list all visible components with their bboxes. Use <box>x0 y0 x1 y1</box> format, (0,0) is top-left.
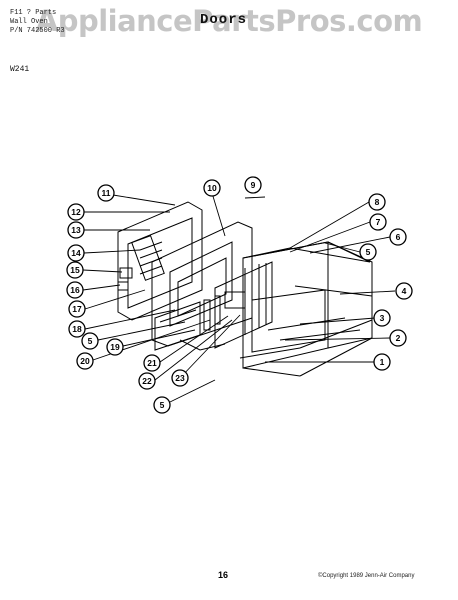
callout-2: 2 <box>389 329 407 347</box>
callout-label: 2 <box>396 333 401 343</box>
callout-21: 21 <box>143 354 161 372</box>
callout-label: 17 <box>72 304 82 314</box>
callout-13: 13 <box>67 221 85 239</box>
callout-19: 19 <box>106 338 124 356</box>
callout-5b: 5 <box>81 332 99 350</box>
callout-18: 18 <box>68 320 86 338</box>
callout-label: 3 <box>380 313 385 323</box>
callout-label: 23 <box>175 373 185 383</box>
callout-9: 9 <box>244 176 262 194</box>
callout-label: 8 <box>375 197 380 207</box>
callout-label: 14 <box>71 248 81 258</box>
callout-label: 22 <box>142 376 152 386</box>
header-line-2: Wall Oven <box>10 18 48 26</box>
callout-6: 6 <box>389 228 407 246</box>
callout-11: 11 <box>97 184 115 202</box>
callout-10: 10 <box>203 179 221 197</box>
header-line-1: F11 ? Parts <box>10 9 57 17</box>
callout-3: 3 <box>373 309 391 327</box>
callout-label: 18 <box>72 324 82 334</box>
door-rails <box>267 285 373 341</box>
callout-12: 12 <box>67 203 85 221</box>
callout-17: 17 <box>68 300 86 318</box>
callout-label: 11 <box>102 188 111 198</box>
callout-20: 20 <box>76 352 94 370</box>
page-number: 16 <box>218 570 229 580</box>
copyright-notice: ©Copyright 1989 Jenn-Air Company <box>318 573 415 579</box>
door-hinge-assembly <box>117 235 165 291</box>
callout-label: 10 <box>207 183 217 193</box>
callout-23: 23 <box>171 369 189 387</box>
callout-label: 9 <box>251 180 256 190</box>
callout-7: 7 <box>369 213 387 231</box>
inner-door-panel <box>214 261 273 349</box>
callout-5c: 5 <box>153 396 171 414</box>
callout-label: 13 <box>71 225 81 235</box>
oven-frame <box>239 241 373 377</box>
callout-label: 16 <box>70 285 80 295</box>
callout-label: 4 <box>402 286 407 296</box>
leader-lines <box>82 192 396 403</box>
callout-label: 20 <box>80 356 90 366</box>
section-title: Doors <box>200 12 248 28</box>
callout-1: 1 <box>373 353 391 371</box>
callout-label: 1 <box>380 357 385 367</box>
callout-label: 5 <box>160 400 165 410</box>
callout-5a: 5 <box>359 243 377 261</box>
callout-label: 19 <box>110 342 120 352</box>
callout-label: 5 <box>88 336 93 346</box>
callout-label: 21 <box>147 358 157 368</box>
callout-label: 6 <box>396 232 401 242</box>
callout-label: 7 <box>376 217 381 227</box>
callout-4: 4 <box>395 282 413 300</box>
callout-16: 16 <box>66 281 84 299</box>
model-number: W241 <box>10 65 30 74</box>
callout-label: 15 <box>70 265 80 275</box>
callout-22: 22 <box>138 372 156 390</box>
callout-14: 14 <box>67 244 85 262</box>
header-line-3: P/N 742500 R3 <box>10 27 65 35</box>
callout-15: 15 <box>66 261 84 279</box>
callout-label: 12 <box>71 207 81 217</box>
callout-8: 8 <box>368 193 386 211</box>
callout-label: 5 <box>366 247 371 257</box>
